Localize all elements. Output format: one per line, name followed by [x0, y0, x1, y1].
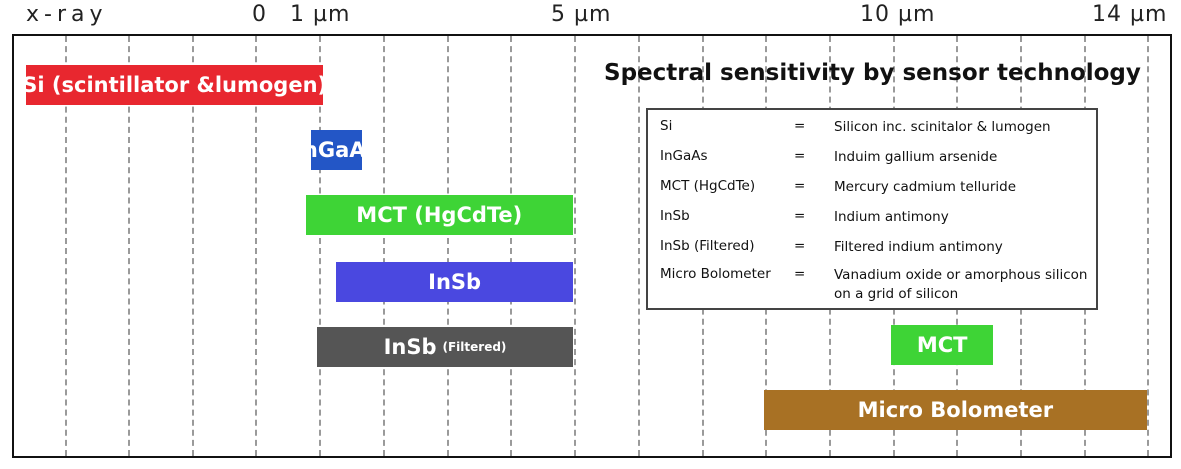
- legend-abbreviation: MCT (HgCdTe): [660, 178, 756, 194]
- legend-description: Vanadium oxide or amorphous silicon on a…: [834, 267, 1088, 302]
- legend-description: Indium antimony: [834, 209, 949, 225]
- x-axis-labels: x-ray 0 1 µm 5 µm 10 µm 14 µm: [0, 0, 1181, 32]
- legend-description: Silicon inc. scinitalor & lumogen: [834, 119, 1051, 135]
- legend-abbreviation: InSb (Filtered): [660, 238, 755, 254]
- legend-equals: =: [794, 208, 806, 224]
- x-tick-label: 1 µm: [290, 2, 351, 27]
- legend-equals: =: [794, 118, 806, 134]
- legend-abbreviation: Si: [660, 118, 673, 134]
- legend-description: Mercury cadmium telluride: [834, 179, 1017, 195]
- bar-label: InSb: [428, 270, 482, 294]
- chart-title: Spectral sensitivity by sensor technolog…: [604, 60, 1141, 86]
- x-tick-label: 10 µm: [860, 2, 936, 27]
- legend-equals: =: [794, 148, 806, 164]
- legend-description: Induim gallium arsenide: [834, 149, 998, 165]
- legend-equals: =: [794, 238, 806, 254]
- range-bar: Micro Bolometer: [763, 390, 1147, 430]
- range-bar: InSb: [336, 262, 573, 302]
- bar-label-suffix: (Filtered): [442, 340, 507, 354]
- legend-abbreviation: InGaAs: [660, 148, 708, 164]
- range-bar: MCT (HgCdTe): [305, 195, 573, 235]
- bar-label: MCT: [916, 333, 968, 357]
- legend-equals: =: [794, 266, 806, 282]
- bar-label: InGaAs: [295, 138, 379, 162]
- x-tick-label: 0: [252, 2, 267, 27]
- bar-label: Micro Bolometer: [857, 398, 1054, 422]
- bar-label: InSb: [383, 335, 437, 359]
- legend-equals: =: [794, 178, 806, 194]
- legend-abbreviation: InSb: [660, 208, 690, 224]
- legend-description: Filtered indium antimony: [834, 239, 1003, 255]
- legend-abbreviation: Micro Bolometer: [660, 266, 771, 282]
- bar-label: MCT (HgCdTe): [356, 203, 523, 227]
- range-bar: MCT: [891, 325, 994, 365]
- chart-frame: [12, 34, 1172, 458]
- range-bar: Si (scintillator &lumogen): [22, 65, 327, 105]
- range-bar: InSb (Filtered): [317, 327, 573, 367]
- x-tick-label: x-ray: [26, 2, 108, 27]
- range-bar: InGaAs: [295, 130, 378, 170]
- bar-label: Si (scintillator &lumogen): [22, 73, 328, 97]
- x-tick-label: 5 µm: [551, 2, 612, 27]
- x-tick-label: 14 µm: [1092, 2, 1168, 27]
